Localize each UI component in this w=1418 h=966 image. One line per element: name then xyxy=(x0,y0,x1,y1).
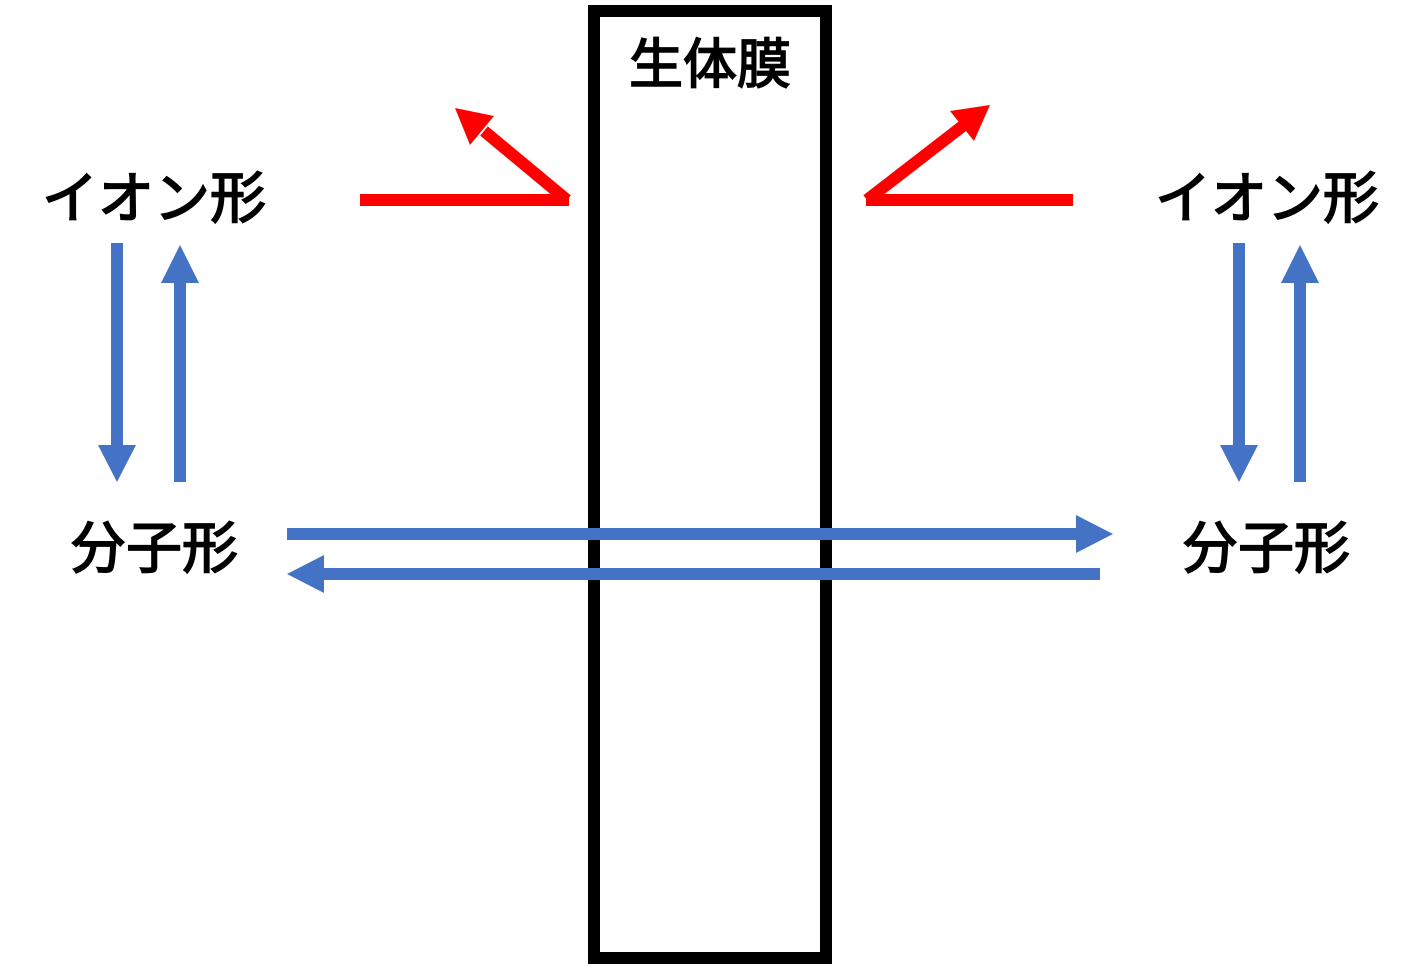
molecule-transport-left-arrow xyxy=(287,555,1100,593)
right-molecular-form-label: 分子形 xyxy=(1182,517,1350,582)
biological-membrane xyxy=(588,5,832,964)
left-molecule-to-ion-arrow xyxy=(161,245,199,482)
right-ion-blocked-arrow xyxy=(863,105,1073,206)
left-molecular-form-label: 分子形 xyxy=(70,517,238,582)
left-ion-to-molecule-arrow xyxy=(98,243,136,482)
molecule-transport-right-arrow xyxy=(287,515,1113,553)
left-ion-form-label: イオン形 xyxy=(42,167,266,232)
membrane-label: 生体膜 xyxy=(629,33,791,96)
right-molecule-to-ion-arrow xyxy=(1281,245,1319,482)
right-ion-form-label: イオン形 xyxy=(1155,167,1379,232)
right-ion-to-molecule-arrow xyxy=(1220,243,1258,482)
left-ion-blocked-arrow xyxy=(360,108,571,206)
